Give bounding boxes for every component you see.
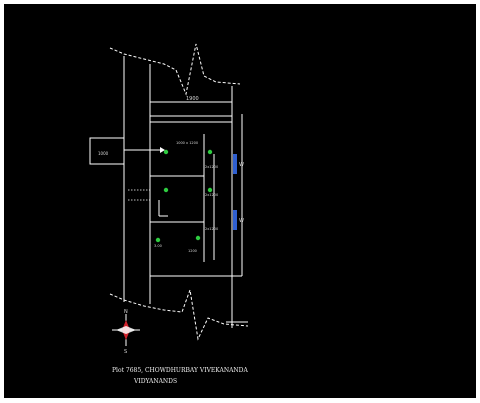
caption-line-2: VIDYANANDS bbox=[133, 378, 177, 385]
top-break-line bbox=[109, 43, 241, 96]
window-right-label: W bbox=[239, 162, 244, 168]
green-marker-1 bbox=[163, 149, 169, 155]
room-label-bottom-mid: 1200 bbox=[188, 249, 197, 253]
green-marker-3 bbox=[163, 187, 169, 193]
top-dimension-label: 1900 bbox=[186, 96, 199, 102]
room-label-bottom-left: 3.00 bbox=[154, 244, 162, 248]
entry-arrow-head bbox=[160, 147, 165, 153]
window-right-lower-label: W bbox=[239, 218, 244, 224]
compass-north: N bbox=[124, 309, 128, 315]
room-label-mid: 2x1200 bbox=[205, 193, 218, 197]
entry-box-label: 1000 bbox=[98, 151, 109, 156]
green-marker-5 bbox=[155, 237, 161, 243]
compass-south: S bbox=[124, 349, 127, 355]
door-right-lower bbox=[233, 210, 237, 230]
room-label-top-right: 2x1200 bbox=[205, 165, 218, 169]
room-label-lower: 2x1200 bbox=[205, 227, 218, 231]
entry-box bbox=[89, 137, 125, 165]
green-marker-2 bbox=[207, 149, 213, 155]
green-marker-6 bbox=[195, 235, 201, 241]
bottom-break-line bbox=[109, 288, 249, 341]
caption-line-1: Plot 7685, CHOWDHURBAY VIVEKANANDA bbox=[112, 367, 248, 374]
compass-rose: N S bbox=[112, 309, 140, 355]
room-label-upper: 1000 x 1200 bbox=[176, 141, 198, 145]
drawing-canvas: 1900 1000 W W 1000 x 1200 2x1200 2x1200 bbox=[4, 4, 476, 398]
door-right-upper bbox=[233, 154, 237, 174]
green-marker-4 bbox=[207, 187, 213, 193]
floor-plan-drawing: 1900 1000 W W 1000 x 1200 2x1200 2x1200 bbox=[89, 43, 249, 385]
